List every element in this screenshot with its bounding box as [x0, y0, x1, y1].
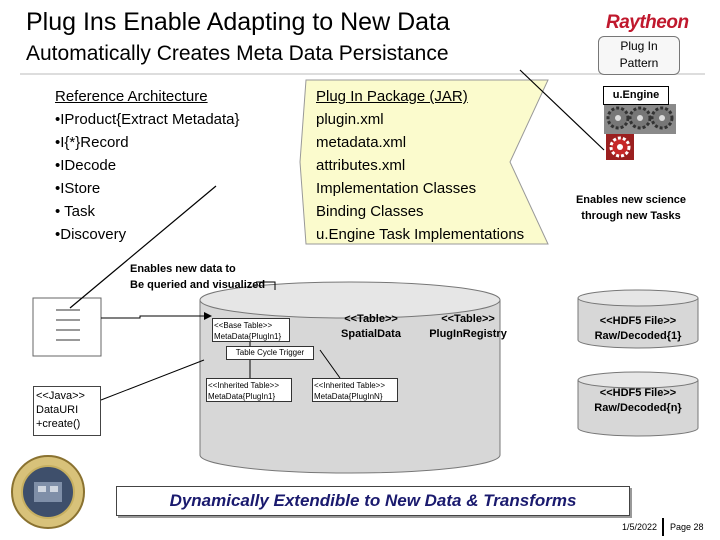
- page-title: Plug Ins Enable Adapting to New Data: [26, 8, 450, 36]
- pattern-label-line1: Plug In: [620, 39, 658, 53]
- ref-item: •I{*}Record: [55, 134, 129, 151]
- pkg-item: Binding Classes: [316, 203, 424, 220]
- registry-table-line2: PlugInRegistry: [429, 328, 507, 340]
- query-note: Enables new data to Be queried and visua…: [130, 261, 265, 293]
- ref-item: •IStore: [55, 180, 101, 197]
- hdf-bottom-line1: <<HDF5 File>>: [599, 387, 677, 399]
- pattern-label-line2: Pattern: [619, 56, 659, 70]
- footer-date: 1/5/2022: [622, 522, 658, 532]
- science-note-line1: Enables new science: [575, 194, 687, 206]
- inherited-table-1-line1: <<Inherited Table>>: [208, 381, 280, 390]
- pkg-item: u.Engine Task Implementations: [316, 226, 525, 243]
- pkg-item: metadata.xml: [316, 134, 407, 151]
- hdf-top-label: <<HDF5 File>> Raw/Decoded{1}: [578, 314, 698, 344]
- connector-ref-to-doc: [69, 185, 217, 309]
- spatial-table: <<Table>> SpatialData: [326, 312, 416, 342]
- ref-item: •IDecode: [55, 157, 117, 174]
- pkg-item: attributes.xml: [316, 157, 406, 174]
- java-box-line2: DataURI: [36, 404, 79, 416]
- java-box-line3: +create(): [36, 418, 81, 430]
- spatial-table-line2: SpatialData: [341, 328, 401, 340]
- ref-item: •IProduct{Extract Metadata}: [55, 111, 240, 128]
- plugin-package-shape: [299, 79, 549, 245]
- hdf-cylinder-top: [577, 289, 699, 349]
- ref-item: • Task: [55, 203, 95, 220]
- raytheon-logo: Raytheon: [606, 12, 689, 33]
- extendible-banner: Dynamically Extendible to New Data & Tra…: [116, 486, 630, 516]
- query-note-line2: Be queried and visualized: [130, 279, 266, 291]
- connector-package-to-uengine: [519, 69, 605, 151]
- gear-cluster-icon: [604, 104, 676, 160]
- plugin-package-list: Plug In Package (JAR) plugin.xml metadat…: [316, 85, 524, 246]
- inherited-table-n-line1: <<Inherited Table>>: [314, 381, 386, 390]
- banner-text: Dynamically Extendible to New Data & Tra…: [169, 491, 577, 510]
- hdf-bottom-line2: Raw/Decoded{n}: [594, 402, 682, 414]
- java-datauri-box: <<Java>> DataURI +create(): [33, 386, 101, 436]
- document-icon: [32, 297, 102, 357]
- base-table-line1: <<Base Table>>: [214, 321, 273, 330]
- medallion-seal: [11, 455, 85, 529]
- inherited-table-1: <<Inherited Table>> MetaData{PlugIn1}: [206, 378, 292, 402]
- connector-java-to-db: [100, 359, 205, 401]
- connector-doc-to-base: [101, 315, 204, 319]
- science-note-line2: through new Tasks: [581, 210, 681, 222]
- footer-page: Page 28: [670, 522, 704, 532]
- java-box-line1: <<Java>>: [36, 390, 85, 402]
- inherited-table-1-line2: MetaData{PlugIn1}: [208, 392, 276, 401]
- science-note: Enables new science through new Tasks: [566, 192, 696, 224]
- pkg-item: plugin.xml: [316, 111, 384, 128]
- base-table-line2: MetaData{PlugIn1}: [214, 332, 282, 341]
- page-subtitle: Automatically Creates Meta Data Persista…: [26, 42, 449, 65]
- hdf-top-line1: <<HDF5 File>>: [599, 315, 677, 327]
- reference-architecture-heading: Reference Architecture: [55, 88, 208, 105]
- inherited-table-n-line2: MetaData{PlugInN}: [314, 392, 383, 401]
- table-cycle-trigger: Table Cycle Trigger: [226, 346, 314, 360]
- connector-trigger: [319, 349, 341, 379]
- base-table-box: <<Base Table>> MetaData{PlugIn1}: [212, 318, 290, 342]
- reference-architecture-list: Reference Architecture •IProduct{Extract…: [55, 85, 240, 246]
- uengine-label: u.Engine: [603, 86, 669, 105]
- hdf-top-line2: Raw/Decoded{1}: [594, 330, 682, 342]
- plugin-package-heading: Plug In Package (JAR): [316, 88, 468, 105]
- hdf-bottom-label: <<HDF5 File>> Raw/Decoded{n}: [578, 386, 698, 416]
- connector-query: [256, 281, 276, 290]
- query-note-line1: Enables new data to: [130, 263, 236, 275]
- inherited-table-n: <<Inherited Table>> MetaData{PlugInN}: [312, 378, 398, 402]
- registry-table: <<Table>> PlugInRegistry: [420, 312, 516, 342]
- pkg-item: Implementation Classes: [316, 180, 477, 197]
- pattern-label-box: Plug In Pattern: [598, 36, 680, 75]
- spatial-table-line1: <<Table>>: [344, 313, 398, 325]
- registry-table-line1: <<Table>>: [441, 313, 495, 325]
- hdf-cylinder-bottom: [577, 371, 699, 437]
- ref-item: •Discovery: [55, 226, 127, 243]
